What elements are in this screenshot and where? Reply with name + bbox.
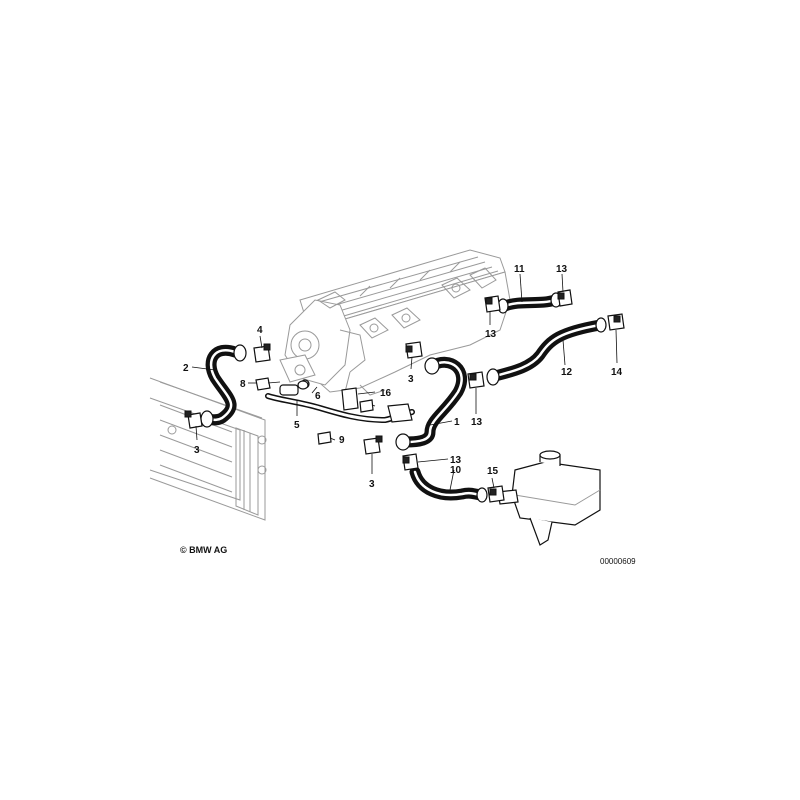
callout-labels: 2 4 8 3 6 5 9 16 3 3 1 13 13 10 15 13 11… [183, 264, 623, 490]
leader-6 [311, 386, 318, 394]
leader-1 [429, 420, 453, 426]
hose-9 [409, 466, 488, 503]
leader-9 [449, 469, 455, 491]
hose-11 [486, 317, 607, 386]
leader-13d [615, 329, 618, 364]
leader-3a [195, 425, 198, 441]
leader-lines [191, 273, 618, 491]
callout-9: 10 [450, 465, 462, 476]
engine-block [279, 249, 511, 396]
hose-1 [395, 356, 468, 451]
callout-2: 2 [183, 363, 189, 374]
radiator [149, 377, 267, 521]
leader-8 [329, 437, 336, 441]
callout-1: 1 [454, 417, 460, 428]
callout-13-center: 13 [471, 417, 483, 428]
leader-16 [371, 404, 376, 407]
leader-2 [191, 366, 216, 371]
hose-2 [200, 344, 247, 428]
hose-10 [497, 292, 562, 314]
leader-13b [561, 273, 564, 293]
callout-8: 9 [339, 435, 345, 446]
leader-14 [491, 477, 495, 489]
callout-10: 11 [514, 264, 525, 275]
callout-13-top: 13 [556, 264, 568, 275]
leader-4 [259, 335, 263, 349]
leader-11 [562, 339, 566, 366]
expansion-tank [497, 450, 601, 546]
callout-3-left: 3 [194, 445, 200, 456]
callout-4: 4 [257, 325, 263, 336]
callout-13-right: 14 [611, 367, 623, 378]
callout-5: 5 [294, 420, 300, 431]
copyright-text: © BMW AG [180, 545, 228, 555]
clamps [184, 289, 625, 503]
document-number: 00000609 [600, 557, 636, 566]
callout-6: 6 [315, 391, 321, 402]
leader-3c [410, 356, 413, 370]
callout-3-bottom: 3 [369, 479, 375, 490]
callout-14: 15 [487, 466, 499, 477]
callout-13-lower: 13 [450, 455, 462, 466]
leader-15 [357, 391, 376, 395]
callout-11: 12 [561, 367, 573, 378]
callout-15: 16 [380, 388, 392, 399]
callout-7: 8 [240, 379, 246, 390]
callout-12: 13 [485, 329, 497, 340]
leader-13c [417, 458, 449, 463]
leader-10 [519, 273, 523, 303]
callout-3-engine: 3 [408, 374, 414, 385]
